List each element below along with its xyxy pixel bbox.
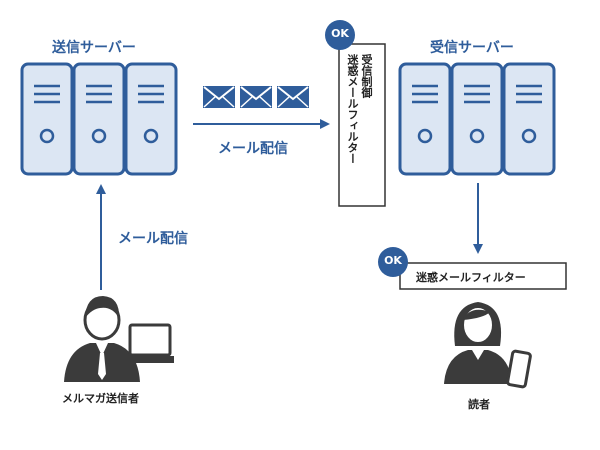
gateway-filter-line1: 受信制御 <box>360 54 373 98</box>
receiving-server-icon <box>398 62 556 176</box>
arrow-down-icon <box>473 183 483 254</box>
sending-server-icon <box>20 62 178 176</box>
envelope-icons <box>202 85 310 109</box>
mail-delivery-label-vertical: メール配信 <box>118 231 188 247</box>
mail-delivery-label-horizontal: メール配信 <box>218 141 288 157</box>
envelope-icon <box>202 85 236 109</box>
arrow-right-icon <box>193 119 330 129</box>
gateway-ok-badge: OK <box>331 27 349 40</box>
gateway-filter-box <box>338 43 386 207</box>
arrow-up-icon <box>96 184 106 290</box>
client-ok-badge: OK <box>384 254 402 267</box>
person-phone-icon <box>444 302 532 389</box>
receiving-server-title: 受信サーバー <box>430 40 514 56</box>
client-filter-label: 迷惑メールフィルター <box>416 271 526 284</box>
ok-badge-icon <box>325 20 355 50</box>
sending-server-title: 送信サーバー <box>52 40 136 56</box>
reader-label: 読者 <box>468 398 490 411</box>
person-laptop-icon <box>64 296 174 382</box>
gateway-filter-line2: 迷惑メールフィルター <box>346 54 359 164</box>
envelope-icon <box>276 85 310 109</box>
client-filter-box <box>399 262 567 290</box>
sender-label: メルマガ送信者 <box>62 392 139 405</box>
ok-badge-icon <box>378 247 408 277</box>
envelope-icon <box>239 85 273 109</box>
